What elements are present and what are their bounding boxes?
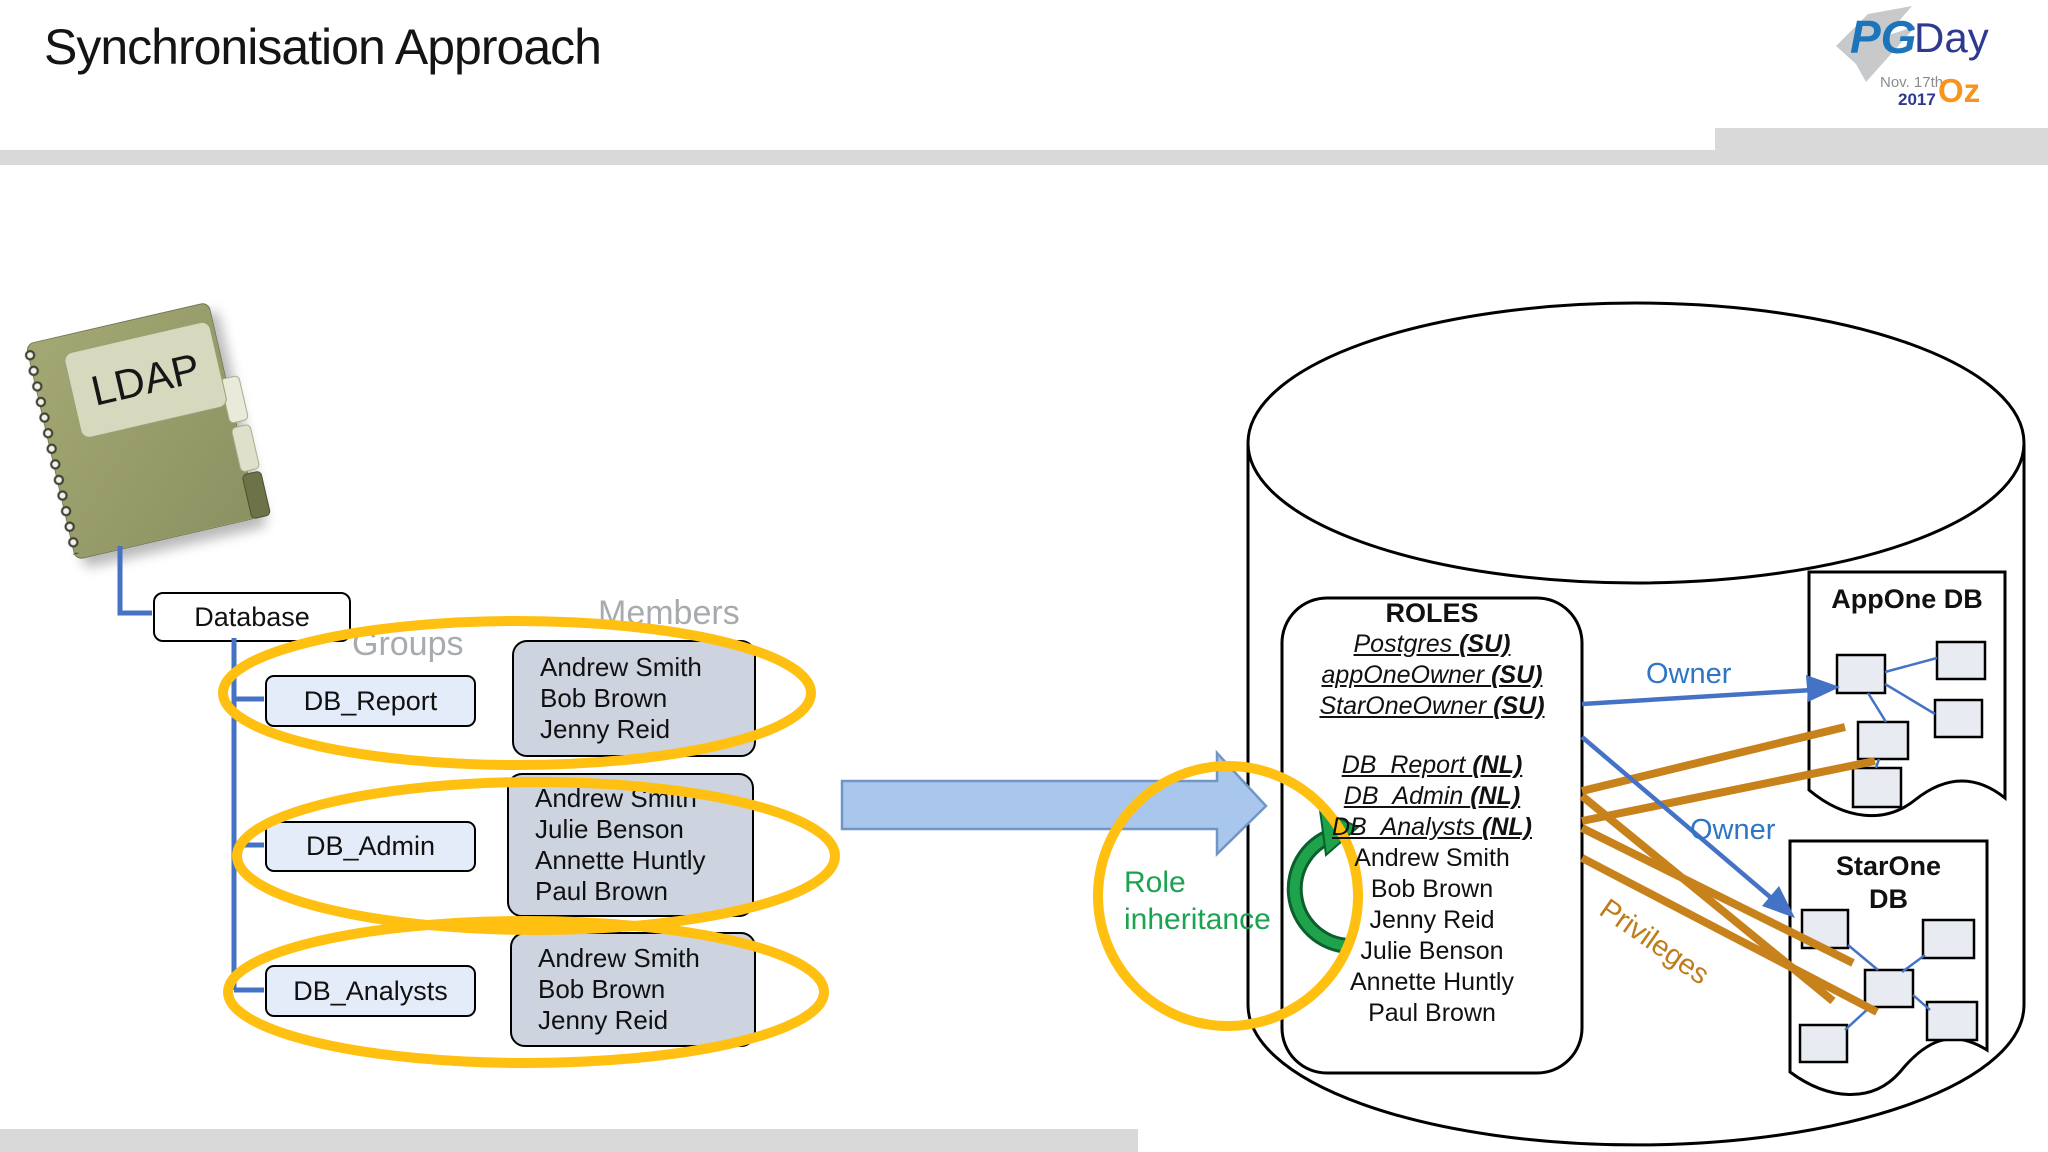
appone-table bbox=[1851, 766, 1903, 809]
member-name: Andrew Smith bbox=[540, 652, 702, 682]
database-cylinder-top bbox=[1246, 301, 2026, 585]
role-inheritance-line1: Role bbox=[1124, 866, 1186, 899]
logo-swoosh-shape bbox=[1836, 6, 1916, 82]
logo-pg-text: PG bbox=[1850, 11, 1917, 63]
starone-table-link bbox=[1901, 953, 1926, 974]
starone-db-title-line1: StarOne bbox=[1835, 851, 1942, 881]
footer-bar bbox=[0, 1129, 1138, 1152]
role-member-name: Bob Brown bbox=[1370, 875, 1494, 903]
logo-day-text: Day bbox=[1914, 14, 1989, 61]
member-name: Jenny Reid bbox=[540, 714, 671, 744]
member-name: Andrew Smith bbox=[538, 943, 700, 973]
owner-arrow-appone bbox=[1581, 687, 1813, 707]
appone-table bbox=[1933, 698, 1984, 739]
starone-table bbox=[1863, 968, 1915, 1009]
header-divider-bar bbox=[0, 150, 2048, 165]
members-label: Members bbox=[598, 594, 740, 632]
header-right-bar bbox=[1715, 128, 2048, 165]
appone-db-title: AppOne DB bbox=[1831, 584, 1983, 614]
role-inheritance-line2: inheritance bbox=[1124, 903, 1271, 936]
group-node-db-analysts: DB_Analysts bbox=[265, 965, 476, 1017]
role-line: DB_Analysts (NL) bbox=[1331, 813, 1533, 841]
appone-table bbox=[1935, 640, 1987, 681]
role-line: appOneOwner (SU) bbox=[1321, 661, 1543, 689]
sync-arrow bbox=[840, 749, 1268, 857]
appone-table-link bbox=[1874, 758, 1881, 769]
role-line: StarOneOwner (SU) bbox=[1319, 692, 1545, 720]
groups-label: Groups bbox=[352, 625, 464, 663]
starone-table bbox=[1921, 918, 1976, 960]
member-name: Jenny Reid bbox=[538, 1005, 669, 1035]
logo-swoosh-icon bbox=[1836, 6, 1916, 82]
role-line: Postgres (SU) bbox=[1353, 630, 1511, 658]
role-member-name: Annette Huntly bbox=[1350, 968, 1514, 996]
member-name: Andrew Smith bbox=[535, 783, 697, 813]
roles-gap bbox=[1282, 722, 1582, 750]
role-line: DB_Report (NL) bbox=[1341, 751, 1523, 779]
starone-table-link bbox=[1844, 1006, 1871, 1031]
member-name: Annette Huntly bbox=[535, 845, 706, 875]
starone-table-link bbox=[1912, 994, 1931, 1011]
role-member-name: Paul Brown bbox=[1368, 999, 1496, 1027]
ldap-database-connector bbox=[117, 546, 152, 616]
owner-label-appone: Owner bbox=[1646, 658, 1732, 690]
ldap-directory-icon: LDAP bbox=[18, 301, 272, 561]
role-member-name: Julie Benson bbox=[1360, 937, 1504, 965]
privilege-line bbox=[1581, 757, 1876, 825]
logo-oz-text: Oz bbox=[1938, 72, 1981, 109]
starone-db-title-line2: DB bbox=[1869, 884, 1908, 914]
appone-table bbox=[1856, 720, 1910, 761]
starone-table bbox=[1925, 1000, 1979, 1042]
privileges-label: Privileges bbox=[1593, 893, 1715, 992]
role-line: DB_Admin (NL) bbox=[1343, 782, 1521, 810]
role-member-name: Andrew Smith bbox=[1354, 844, 1510, 872]
appone-table-link bbox=[1866, 692, 1888, 723]
nologin-roles: DB_Report (NL) DB_Admin (NL) DB_Analysts (… bbox=[1282, 750, 1582, 843]
appone-table-link bbox=[1884, 682, 1936, 716]
starone-table bbox=[1798, 1023, 1849, 1064]
appone-table-link bbox=[1884, 656, 1938, 674]
logo-year-text: 2017 bbox=[1898, 90, 1936, 109]
member-name: Paul Brown bbox=[535, 876, 668, 906]
ldap-database-node: Database bbox=[153, 592, 351, 642]
privilege-line bbox=[1581, 723, 1846, 795]
group-node-db-report: DB_Report bbox=[265, 675, 476, 727]
pgday-oz-logo: PG Day Nov. 17th 2017 Oz bbox=[1828, 2, 2046, 114]
starone-table-link bbox=[1847, 944, 1879, 971]
member-name: Bob Brown bbox=[540, 683, 668, 713]
owner-label-starone: Owner bbox=[1690, 814, 1776, 846]
appone-table bbox=[1835, 653, 1887, 695]
role-inheritance-label: Role inheritance bbox=[1124, 864, 1271, 938]
roles-title: ROLES bbox=[1385, 598, 1479, 628]
role-member-name: Jenny Reid bbox=[1369, 906, 1495, 934]
page-title: Synchronisation Approach bbox=[44, 19, 602, 75]
owner-arrowhead-appone bbox=[1806, 675, 1840, 702]
group-node-db-admin: DB_Admin bbox=[265, 821, 476, 872]
member-name: Bob Brown bbox=[538, 974, 666, 1004]
roles-list: ROLES Postgres (SU) appOneOwner (SU) StarO… bbox=[1282, 598, 1582, 1029]
starone-db-title: StarOne DB bbox=[1790, 850, 1987, 916]
member-name: Julie Benson bbox=[535, 814, 684, 844]
superuser-roles: Postgres (SU) appOneOwner (SU) StarOneOwne… bbox=[1282, 629, 1582, 722]
logo-date-text: Nov. 17th bbox=[1880, 74, 1944, 91]
